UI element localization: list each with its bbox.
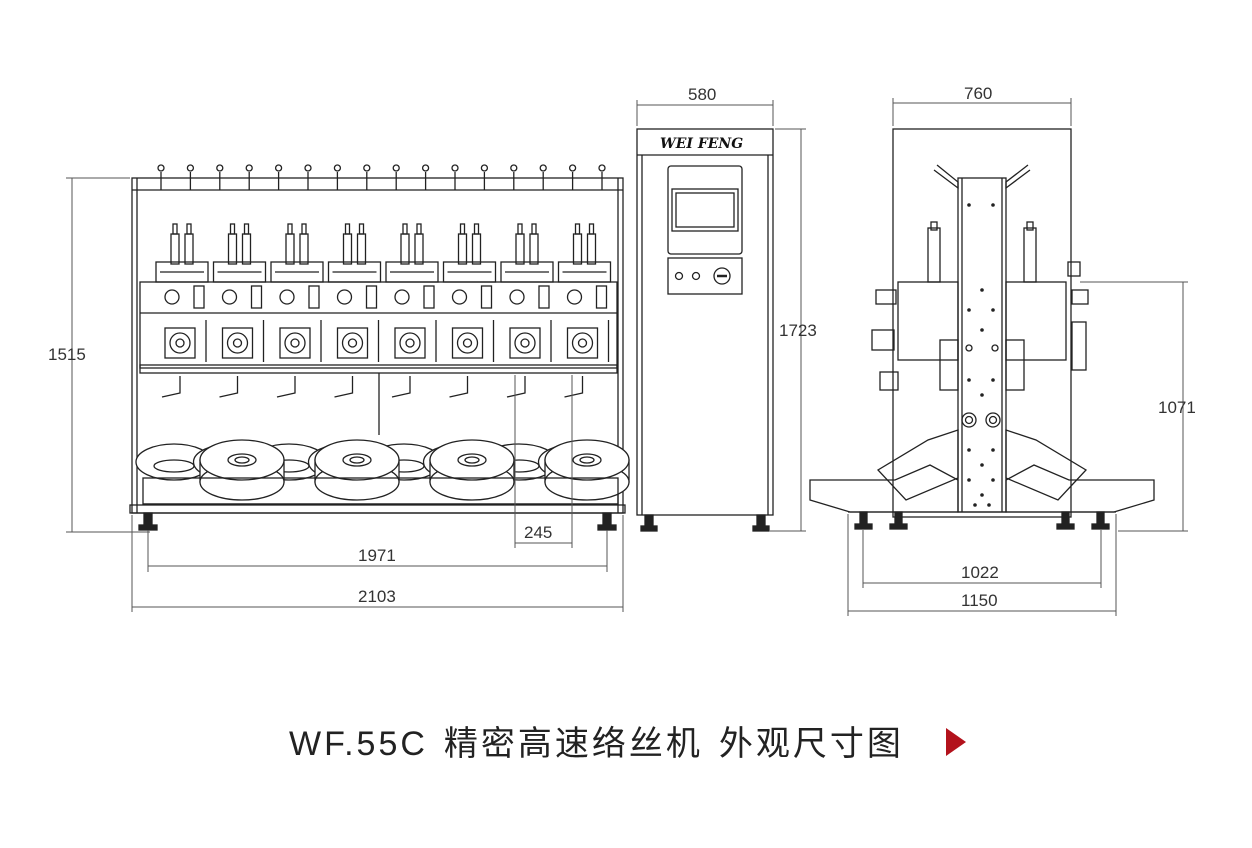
- winding-head: [442, 223, 497, 283]
- play-arrow-icon[interactable]: [946, 728, 966, 756]
- spindle-unit: [164, 285, 207, 362]
- spindle-unit: [221, 285, 265, 362]
- traverse-arm: [276, 376, 296, 398]
- front-spool: [429, 439, 515, 501]
- yarn-guide-hook: [157, 164, 165, 190]
- winding-head: [500, 223, 554, 283]
- spindle-units: [164, 285, 610, 362]
- winding-head: [327, 223, 382, 283]
- yarn-guide-hook: [363, 164, 371, 190]
- spindle-unit: [509, 285, 552, 362]
- side-view: [809, 128, 1155, 530]
- brand-logo: WEI FENG: [660, 136, 743, 152]
- winding-head: [212, 223, 267, 283]
- yarn-guide-hook: [568, 164, 577, 190]
- spindle-unit: [451, 285, 495, 362]
- winding-head: [557, 223, 612, 283]
- traverse-arms: [161, 376, 584, 398]
- side-inner-width-label: 1022: [961, 563, 999, 582]
- yarn-guide-hook: [186, 164, 195, 190]
- traverse-arm: [334, 376, 354, 398]
- front-total-width-label: 2103: [358, 587, 396, 606]
- spindle-unit: [566, 285, 610, 362]
- yarn-guide-hook: [245, 164, 253, 190]
- side-height-label: 1071: [1158, 398, 1196, 417]
- cabinet-dimension-lines: [636, 100, 806, 532]
- side-dimension-lines: [847, 98, 1188, 616]
- yarn-guide-hook: [510, 164, 518, 190]
- traverse-arm: [449, 376, 469, 398]
- yarn-guide-hook: [274, 164, 283, 190]
- front-dimension-lines: [66, 177, 624, 612]
- side-top-width-label: 760: [964, 84, 992, 103]
- traverse-arm: [564, 376, 584, 398]
- front-inner-width-label: 1971: [358, 546, 396, 565]
- yarn-guide-hook: [216, 164, 224, 190]
- yarn-guide-hook: [451, 164, 459, 190]
- spindle-unit: [394, 285, 437, 362]
- yarn-guide-hook: [598, 164, 606, 190]
- spindle-unit: [336, 285, 380, 362]
- side-total-width-label: 1150: [961, 591, 998, 610]
- traverse-arm: [506, 376, 526, 398]
- front-spool: [314, 439, 400, 501]
- cabinet-height-label: 1723: [779, 321, 817, 340]
- control-cabinet: [636, 128, 774, 532]
- side-spindles: [927, 221, 1037, 283]
- yarn-guide-hook: [421, 164, 430, 190]
- front-height-label: 1515: [48, 345, 86, 364]
- spindle-unit: [279, 285, 322, 362]
- traverse-arm: [391, 376, 411, 398]
- yarn-guide-hook: [304, 164, 312, 190]
- column-rivets: [967, 203, 995, 507]
- front-spool: [544, 439, 630, 501]
- winding-head: [155, 223, 209, 283]
- spindle-pitch-label: 245: [524, 523, 552, 542]
- yarn-guide-hook: [539, 164, 547, 190]
- spools: [135, 439, 630, 501]
- yarn-guide-hook: [480, 164, 489, 190]
- winding-heads: [155, 223, 612, 283]
- yarn-guide-hook: [333, 164, 342, 190]
- winding-head: [385, 223, 439, 283]
- cabinet-width-label: 580: [688, 85, 716, 104]
- traverse-arm: [161, 376, 181, 398]
- winding-head: [270, 223, 324, 283]
- front-view: [129, 164, 630, 531]
- yarn-guide-hook: [392, 164, 400, 190]
- front-spool: [199, 439, 285, 501]
- traverse-arm: [219, 376, 239, 398]
- yarn-guide-hooks: [157, 164, 606, 190]
